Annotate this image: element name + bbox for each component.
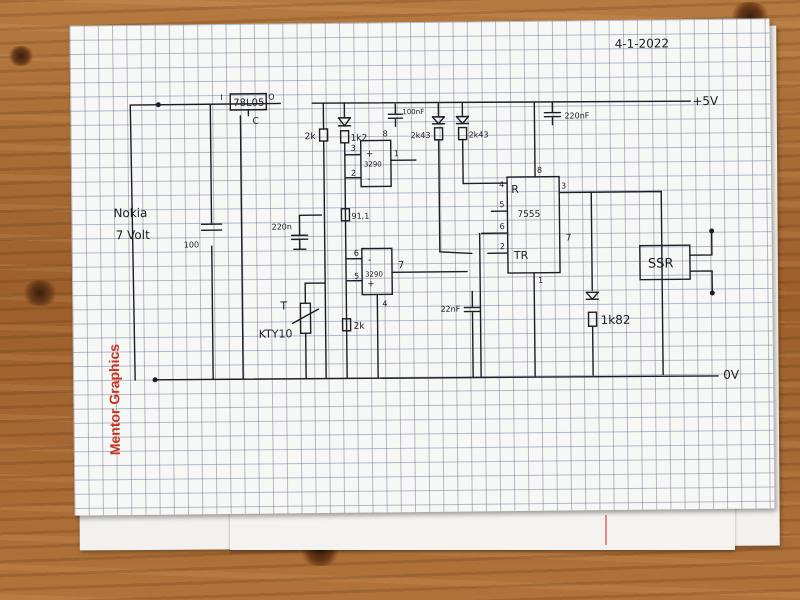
supply-label-1: Nokia [113,206,147,220]
cap-220n-label: 220n [272,222,292,231]
opamp2-label: 3290 [365,270,383,278]
rail-neg-label: 0V [723,368,740,382]
timer-label: 7555 [517,210,540,220]
timer-7555 [463,102,664,378]
supply-label-2: 7 Volt [116,228,151,242]
timer-pin6: 6 [500,222,505,231]
rail-pos-label: +5V [692,94,719,108]
opamp1-plus: + [366,150,374,160]
led1-branch [337,102,352,379]
graph-paper-sheet: 4-1-2022 +5V 0V Nokia 7 Volt 78L05 I O C… [69,18,775,516]
ssr-label: SSR [648,256,674,271]
opamp-1 [344,139,417,188]
opamp2-minus: - [368,256,371,266]
timer-pin1: 1 [538,276,543,285]
ssr-terminal [709,290,715,296]
timer-r-label: R [511,183,519,196]
terminal-node [155,102,161,108]
opamp1-pin2: 2 [351,169,356,178]
wire-rails [129,100,719,381]
timer-pin8: 8 [537,166,542,175]
cap-100nf-label: 100nF [402,108,424,116]
wood-knot [8,46,34,66]
timer-tr-label: TR [513,249,529,262]
opamp2-plus: + [367,279,375,289]
r-2k-top-label: 2k [305,132,317,142]
opamp1-minus: - [367,175,370,185]
resistor-2k-top [318,102,329,379]
timer-pin4: 4 [499,180,504,189]
brand-logo-text: Mentor Graphics [106,344,123,456]
opamp1-label: 3290 [364,160,382,168]
opamp-2 [345,247,468,379]
led2-resistor-label: 2k43 [411,131,431,140]
resistor-91 [290,208,351,251]
opamp1-pin3: 3 [351,144,356,153]
circuit-schematic: 4-1-2022 +5V 0V Nokia 7 Volt 78L05 I O C… [106,36,740,456]
timer-pin3: 3 [561,181,566,190]
led1-resistor-label: 1k2 [351,134,368,144]
date-text: 4-1-2022 [615,36,670,51]
timer-pin7: 7 [566,233,572,243]
reg-pin-out: O [268,93,274,102]
led3-resistor-label: 2k43 [469,130,489,139]
opamp2-pin7: 7 [398,260,404,271]
capacitor-100nf [387,103,404,127]
sensor-t-label: T [279,299,287,312]
capacitor-220nf [543,101,562,126]
sheet-margin-line [605,515,607,545]
ssr-box [639,232,713,292]
ssr-terminal [709,228,715,234]
opamp1-pin1: 1 [394,149,399,158]
opamp2-pin6: 6 [354,249,359,258]
sensor-kty10 [291,282,352,379]
timer-pin5: 5 [499,200,504,209]
terminal-node [152,377,158,383]
regulator-label: 78L05 [233,98,264,109]
wood-knot [22,280,58,306]
opamp1-pin8: 8 [383,129,388,138]
timer-pin2: 2 [500,242,505,251]
reg-pin-in: I [220,93,222,102]
output-led-resistor-label: 1k82 [600,313,630,327]
regulator-symbol [200,92,268,380]
r-91-label: 91,1 [351,212,369,221]
opamp2-pin5: 5 [354,272,359,281]
r-2k-bottom-label: 2k [354,322,366,332]
cap-220nf-label: 220nF [564,111,589,120]
timer-cap-label: 22nF [440,305,460,314]
output-led-branch [585,191,600,376]
sensor-label: KTY10 [259,327,293,340]
input-cap-label: 100 [184,240,199,249]
led2-led3-branch [431,102,508,255]
reg-pin-gnd: C [252,117,258,127]
opamp2-pin4: 4 [382,299,387,308]
